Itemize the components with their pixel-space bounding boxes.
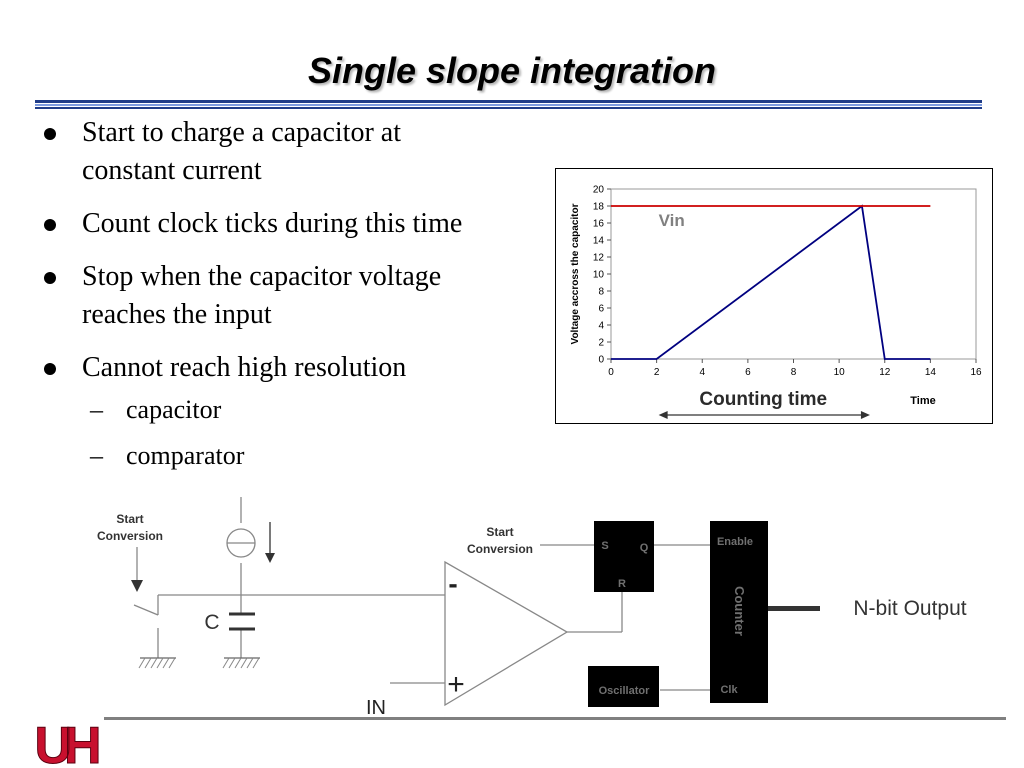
bullet-line: Count clock ticks during this time: [82, 208, 463, 239]
y-tick-label: 14: [593, 236, 605, 247]
output-bus: [768, 606, 820, 611]
counter-clk-label: Clk: [720, 684, 738, 696]
sub-bullet-item: – comparator: [40, 439, 560, 473]
y-tick-label: 10: [593, 270, 605, 281]
bullet-dot: [44, 363, 56, 375]
x-tick-label: 6: [745, 367, 751, 378]
sub-bullet-text: capacitor: [126, 395, 222, 424]
arrow-right-icon: [860, 411, 870, 419]
y-tick-label: 8: [598, 287, 604, 298]
y-tick-label: 12: [593, 253, 605, 264]
vin-label: Vin: [659, 211, 685, 230]
title-underline: [35, 100, 982, 109]
sub-bullet-item: – capacitor: [40, 393, 560, 427]
capacitor-icon: [229, 612, 255, 631]
flipflop-block: [594, 521, 654, 592]
counter-name-label: Counter: [732, 586, 747, 636]
x-tick-label: 16: [970, 367, 982, 378]
bullet-dot: [44, 272, 56, 284]
uh-logo: UH: [34, 717, 1006, 768]
bullet-dot: [44, 128, 56, 140]
x-tick-label: 2: [654, 367, 660, 378]
capacitor-label: C: [204, 611, 219, 634]
flipflop-q-label: Q: [640, 542, 649, 554]
svg-text:UH: UH: [34, 717, 99, 768]
sub-bullet-text: comparator: [126, 441, 245, 470]
sub-bullet-dash: –: [90, 395, 103, 424]
bullet-line: Start to charge a capacitor at: [82, 117, 401, 148]
y-tick-label: 2: [598, 338, 604, 349]
slide-title: Single slope integration: [307, 50, 717, 91]
bullet-item: Start to charge a capacitor at constant …: [40, 114, 560, 190]
ground-capacitor: [222, 657, 260, 669]
counting-time-label: Counting time: [699, 389, 827, 410]
bullet-item: Stop when the capacitor voltage reaches …: [40, 258, 560, 334]
y-tick-label: 16: [593, 219, 605, 230]
y-tick-label: 4: [598, 321, 604, 332]
start-conversion-label: Start: [116, 512, 143, 526]
x-tick-label: 10: [834, 367, 846, 378]
y-tick-label: 18: [593, 202, 605, 213]
x-axis-label: Time: [910, 395, 935, 407]
bullet-list: Start to charge a capacitor at constant …: [40, 114, 560, 485]
x-tick-label: 0: [608, 367, 614, 378]
start-conversion-label: Start: [486, 525, 513, 539]
minus-sign: -: [448, 568, 457, 599]
y-tick-label: 6: [598, 304, 604, 315]
circuit-diagram: Start Conversion Start Conversion C - + …: [34, 497, 1006, 768]
start-arrow-icon: [131, 580, 143, 592]
flipflop-r-label: R: [618, 578, 626, 590]
oscillator-block: [588, 666, 659, 707]
plus-sign: +: [447, 668, 465, 701]
x-tick-label: 4: [699, 367, 705, 378]
sub-bullet-dash: –: [90, 441, 103, 470]
current-source-icon: [226, 522, 275, 563]
arrow-left-icon: [658, 411, 668, 419]
oscillator-label: Oscillator: [599, 685, 650, 697]
y-tick-label: 20: [593, 185, 605, 196]
voltage-chart-svg: 0 2 4 6 8 10 12 14 16 18 20 0 2 4 6 8 10 12 14 16 Voltage a…: [570, 185, 982, 419]
wires: [133, 497, 710, 691]
ground-switch: [138, 657, 176, 669]
flipflop-s-label: S: [601, 540, 608, 552]
bullet-line: Stop when the capacitor voltage: [82, 261, 442, 292]
comparator-icon: [444, 560, 569, 707]
bullet-item: Count clock ticks during this time: [40, 205, 560, 243]
voltage-chart: 0 2 4 6 8 10 12 14 16 18 20 0 2 4 6 8 10 12 14 16 Voltage a…: [555, 168, 993, 424]
plot-area: [610, 188, 977, 360]
output-label: N-bit Output: [853, 597, 966, 620]
y-tick-label: 0: [598, 355, 604, 366]
x-tick-label: 14: [925, 367, 937, 378]
start-conversion-label: Conversion: [97, 529, 163, 543]
input-label: IN: [366, 697, 386, 719]
bullet-item: Cannot reach high resolution: [40, 349, 560, 387]
bullet-dot: [44, 219, 56, 231]
counter-enable-label: Enable: [717, 536, 753, 548]
x-tick-label: 8: [791, 367, 797, 378]
bullet-line: constant current: [82, 155, 262, 186]
counter-block: [710, 521, 768, 703]
start-conversion-label: Conversion: [467, 542, 533, 556]
x-tick-label: 12: [879, 367, 891, 378]
bullet-line: reaches the input: [82, 299, 272, 330]
y-axis-label: Voltage accross the capacitor: [570, 203, 581, 344]
bullet-line: Cannot reach high resolution: [82, 352, 407, 383]
